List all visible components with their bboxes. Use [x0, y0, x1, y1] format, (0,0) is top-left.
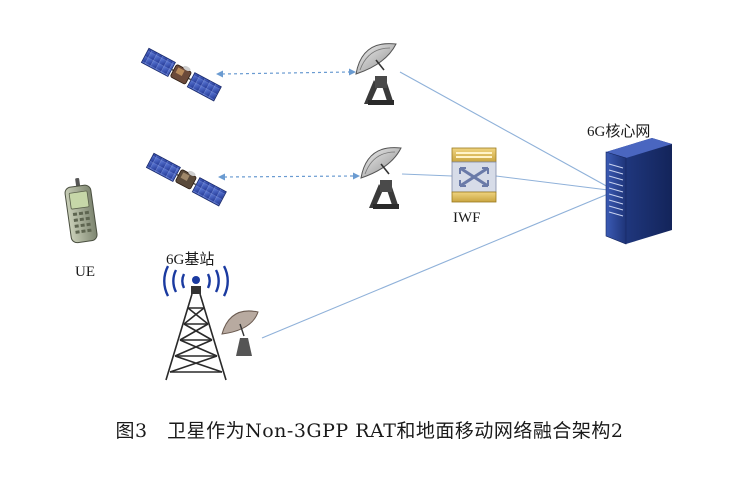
dashed-link-sat1: [221, 71, 351, 75]
satellite-links: [221, 71, 355, 178]
satellite-icon: [145, 152, 227, 207]
arrow-left-icon: [216, 70, 223, 78]
ground-station-dish-icon: [360, 147, 402, 209]
ue-label: UE: [75, 264, 95, 280]
core-network-label: 6G核心网: [587, 124, 651, 140]
link-dish2-iwf: [401, 173, 453, 177]
satellite-icon: [140, 47, 222, 102]
base-station-label: 6G基站: [166, 252, 215, 268]
cell-tower-icon: [163, 265, 229, 381]
mobile-phone-icon: [64, 177, 98, 244]
iwf-label: IWF: [453, 210, 481, 226]
iwf-router-icon: [451, 147, 497, 203]
figure-caption: 图3 卫星作为Non-3GPP RAT和地面移动网络融合架构2: [115, 420, 624, 442]
ground-station-dish-icon: [221, 310, 259, 356]
arrow-right-icon: [353, 172, 360, 180]
server-rack-icon: [605, 138, 672, 245]
link-iwf-core: [495, 175, 609, 191]
link-dish1-core: [399, 71, 611, 189]
dashed-link-sat2: [223, 175, 355, 178]
arrow-left-icon: [218, 173, 225, 181]
arrow-right-icon: [349, 68, 356, 76]
link-base-core: [261, 193, 609, 339]
link-lines: [261, 71, 611, 339]
ground-station-dish-icon: [355, 43, 397, 105]
